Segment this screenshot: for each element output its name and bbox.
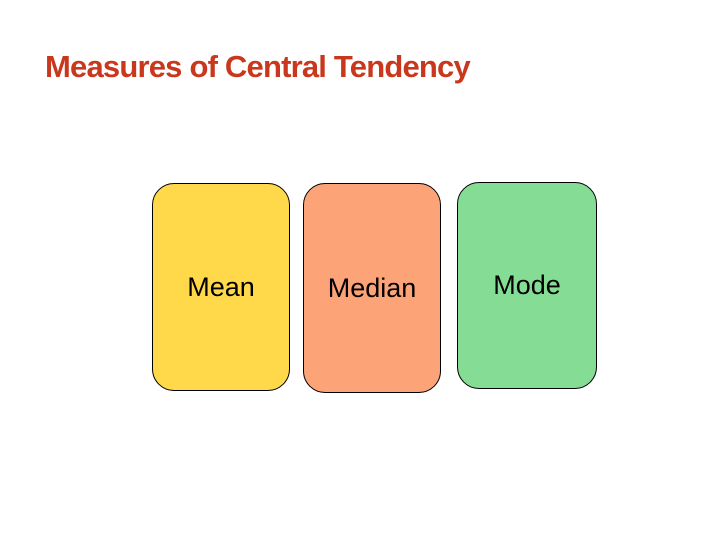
shape-mode-card: Mode	[457, 182, 597, 389]
mean-label: Mean	[187, 271, 255, 302]
median-label: Median	[327, 272, 417, 303]
shape-median-card: Median	[303, 183, 441, 393]
mode-label: Mode	[493, 270, 561, 300]
shape-mean-card: Mean	[152, 183, 290, 391]
slide-title: Measures of Central Tendency	[45, 49, 471, 84]
